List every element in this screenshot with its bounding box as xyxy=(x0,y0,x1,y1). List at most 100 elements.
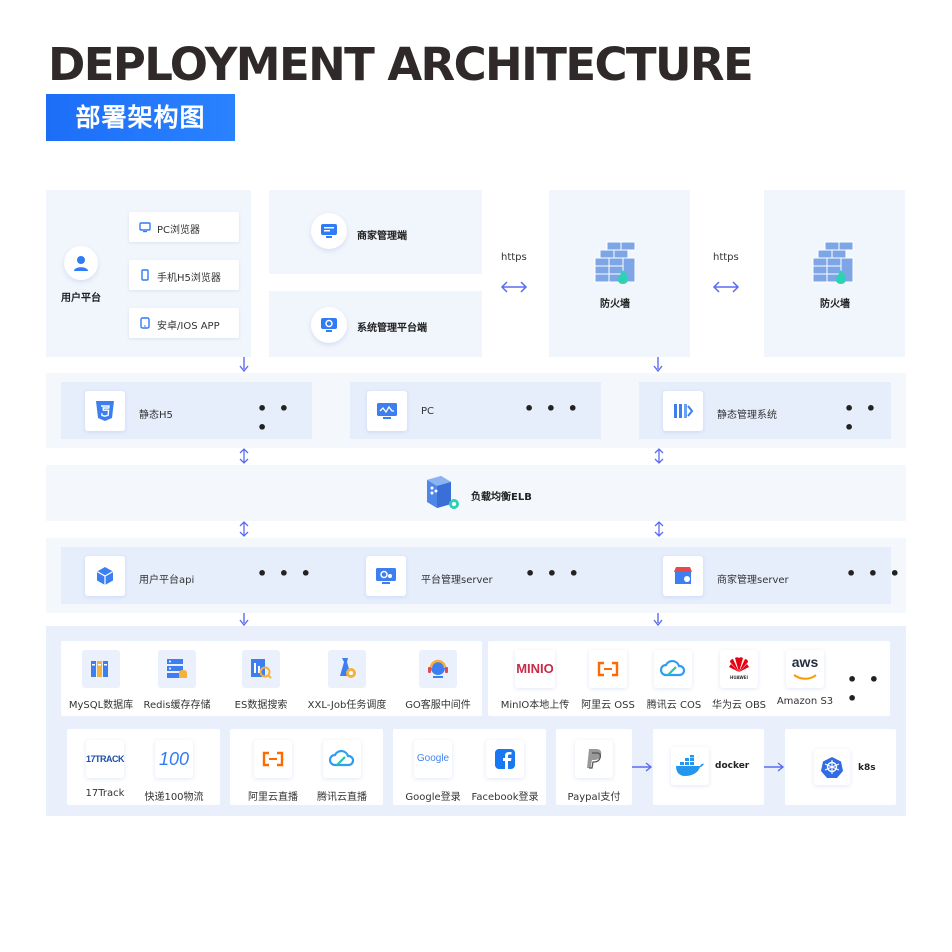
merchant-admin-icon xyxy=(311,213,347,249)
firewall-panel-1: 防火墙 xyxy=(549,190,690,357)
17track-logo: 17TRACK xyxy=(86,740,125,778)
huawei-wordmark: HUAWEI xyxy=(729,675,749,680)
user-platform-label: 用户平台 xyxy=(61,293,101,304)
elb-label: 负载均衡ELB xyxy=(471,492,532,503)
more-dots: • • • xyxy=(257,564,314,583)
backend-label: 商家管理server xyxy=(717,575,789,586)
firewall-icon xyxy=(812,241,854,284)
client-pc: PC浏览器 xyxy=(129,212,239,242)
firewall-icon xyxy=(594,241,636,284)
docker-label: docker xyxy=(715,761,750,771)
cube-icon xyxy=(85,556,125,596)
aliyun-live-icon xyxy=(254,740,292,778)
svc-caption: 阿里云直播 xyxy=(248,792,298,803)
redis-icon xyxy=(158,650,196,688)
svc-caption: ES数据搜索 xyxy=(234,700,288,711)
google-logo: Google xyxy=(414,740,452,778)
down-arrow-icon xyxy=(239,357,249,373)
client-h5-label: 手机H5浏览器 xyxy=(157,273,221,284)
firewall-panel-2: 防火墙 xyxy=(764,190,905,357)
storage-services-group: MINIO HUAWEI aws • • • MinIO本地上传 阿里云 OSS… xyxy=(488,641,890,716)
server-admin-icon xyxy=(366,556,406,596)
docker-icon xyxy=(671,747,709,785)
k8s-group: k8s xyxy=(785,729,896,805)
svc-caption: XXL-Job任务调度 xyxy=(307,700,387,711)
user-platform-panel: 用户平台 PC浏览器 手机H5浏览器 安卓/IOS APP xyxy=(46,190,251,357)
merchant-admin-label: 商家管理端 xyxy=(357,231,407,242)
monitor-icon xyxy=(367,391,407,431)
kuaidi100-logo: 100 xyxy=(155,740,193,778)
paypal-icon xyxy=(575,740,613,778)
tencent-cloud-icon xyxy=(654,650,692,688)
payment-group: Paypal支付 xyxy=(556,729,632,805)
svc-caption: Google登录 xyxy=(405,792,461,803)
aws-wordmark: aws xyxy=(791,654,819,670)
more-dots: • • • xyxy=(844,399,880,437)
aliyun-icon xyxy=(589,650,627,688)
backend-row xyxy=(61,547,891,604)
more-dots: • • • xyxy=(525,564,582,583)
more-dots: • • • xyxy=(846,564,903,583)
down-arrow-icon xyxy=(239,613,249,627)
client-h5: 手机H5浏览器 xyxy=(129,260,239,290)
updown-arrow-icon xyxy=(239,448,249,464)
svc-caption: 华为云 OBS xyxy=(711,700,767,711)
elb-band: 负载均衡ELB xyxy=(46,465,906,521)
system-admin-icon xyxy=(311,307,347,343)
frontend-static-h5: 静态H5 • • • xyxy=(61,382,312,439)
page-title: DEPLOYMENT ARCHITECTURE xyxy=(48,38,754,91)
frontend-pc: PC • • • xyxy=(350,382,601,439)
backend-band: 用户平台api • • • 平台管理server • • • 商家管理serve… xyxy=(46,538,906,613)
logistics-group: 17TRACK 100 17Track 快递100物流 xyxy=(67,729,220,805)
down-arrow-icon xyxy=(653,613,663,627)
svc-caption: GO客服中间件 xyxy=(405,700,471,711)
kubernetes-icon xyxy=(814,749,850,785)
backend-label: 用户平台api xyxy=(139,575,195,586)
subtitle-banner: 部署架构图 xyxy=(46,94,235,141)
data-services-group: MySQL数据库 Redis缓存存储 ES数据搜索 XXL-Job任务调度 GO… xyxy=(61,641,482,716)
mysql-icon xyxy=(82,650,120,688)
facebook-icon xyxy=(486,740,524,778)
frontend-band: 静态H5 • • • PC • • • 静态管理系统 • • • xyxy=(46,373,906,448)
firewall-label-2: 防火墙 xyxy=(820,299,850,310)
svc-caption: Facebook登录 xyxy=(471,792,539,803)
double-arrow-icon xyxy=(712,281,740,293)
svc-caption: 快递100物流 xyxy=(144,792,204,803)
docker-group: docker xyxy=(653,729,764,805)
aws-icon: aws xyxy=(786,650,824,688)
html5-icon xyxy=(85,391,125,431)
svc-caption: Amazon S3 xyxy=(776,696,834,707)
frontend-static-admin: 静态管理系统 • • • xyxy=(639,382,891,439)
https-label-2: https xyxy=(713,252,739,263)
svc-caption: 阿里云 OSS xyxy=(581,700,635,711)
updown-arrow-icon xyxy=(654,521,664,537)
live-streaming-group: 阿里云直播 腾讯云直播 xyxy=(230,729,383,805)
shop-icon xyxy=(663,556,703,596)
customer-service-icon xyxy=(419,650,457,688)
svc-caption: Redis缓存存储 xyxy=(143,700,211,711)
more-dots: • • • xyxy=(524,399,581,418)
job-scheduler-icon xyxy=(328,650,366,688)
user-icon xyxy=(64,246,98,280)
svc-caption: MySQL数据库 xyxy=(68,700,134,711)
client-app-label: 安卓/IOS APP xyxy=(157,321,220,332)
svc-caption: 腾讯云直播 xyxy=(317,792,367,803)
client-pc-label: PC浏览器 xyxy=(157,225,201,236)
firewall-label-1: 防火墙 xyxy=(600,299,630,310)
updown-arrow-icon xyxy=(239,521,249,537)
huawei-cloud-icon: HUAWEI xyxy=(720,650,758,688)
right-arrow-icon xyxy=(764,762,785,772)
svc-caption: MinIO本地上传 xyxy=(500,700,570,711)
right-arrow-icon xyxy=(632,762,653,772)
updown-arrow-icon xyxy=(654,448,664,464)
more-dots: • • • xyxy=(847,670,883,708)
load-balancer-icon xyxy=(427,476,459,509)
client-app: 安卓/IOS APP xyxy=(129,308,239,338)
svc-caption: 腾讯云 COS xyxy=(646,700,702,711)
browser-icon xyxy=(139,222,151,233)
system-admin-panel: 系统管理平台端 xyxy=(269,291,482,357)
frontend-label: 静态管理系统 xyxy=(717,410,777,421)
system-admin-label: 系统管理平台端 xyxy=(357,323,427,334)
more-dots: • • • xyxy=(257,399,293,437)
merchant-admin-panel: 商家管理端 xyxy=(269,190,482,274)
